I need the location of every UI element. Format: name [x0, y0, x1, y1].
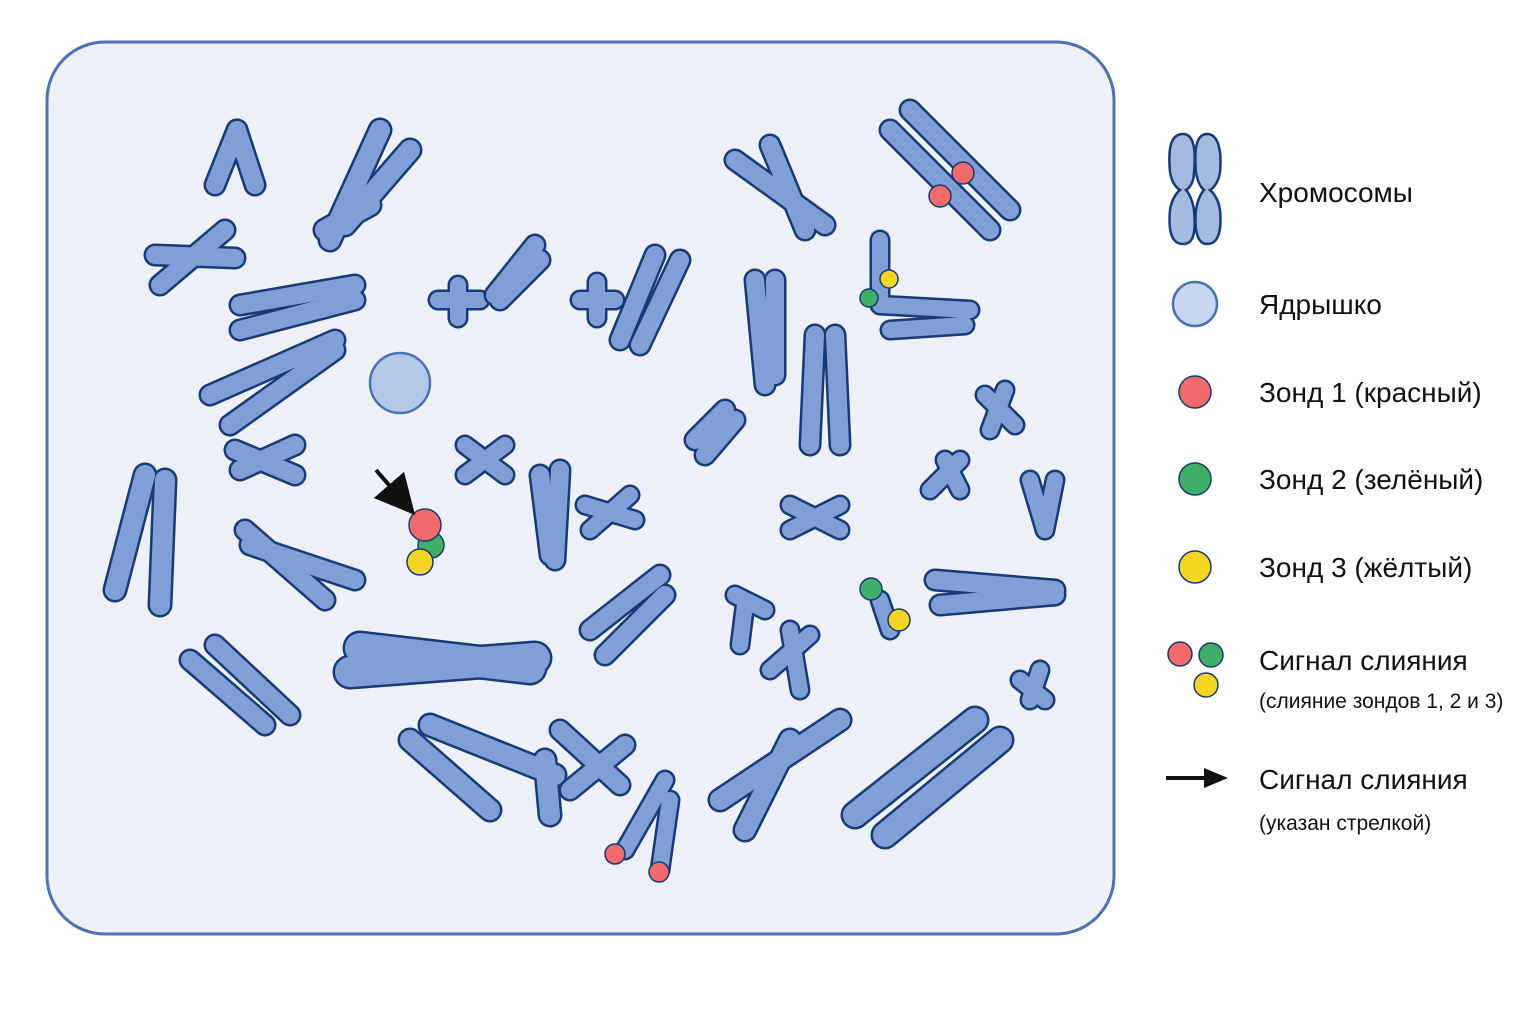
fusion-signal-icon — [1168, 642, 1223, 697]
chromosome — [585, 495, 635, 530]
chromosome — [235, 445, 295, 475]
nucleolus-icon — [1173, 282, 1217, 326]
legend-nucleolus-label: Ядрышко — [1259, 289, 1382, 320]
red-probe-signal — [929, 185, 951, 207]
chromosome — [755, 280, 775, 385]
red-probe-icon — [1179, 376, 1211, 408]
chromosome-icon — [1169, 134, 1220, 244]
green-probe-icon — [1179, 463, 1211, 495]
red-probe-signal — [605, 844, 625, 864]
chromosome — [465, 445, 505, 475]
green-probe-signal — [860, 578, 882, 600]
red-probe-signal — [952, 162, 974, 184]
chromosome — [935, 580, 1055, 605]
chromosome — [790, 505, 840, 530]
nucleolus — [370, 353, 430, 413]
legend-probe-1-label: Зонд 1 (красный) — [1259, 377, 1482, 408]
arrow-icon — [1166, 768, 1228, 788]
legend-fusion-note: (слияние зондов 1, 2 и 3) — [1259, 690, 1503, 713]
yellow-probe-icon — [1179, 551, 1211, 583]
legend-arrow-note: (указан стрелкой) — [1259, 812, 1431, 835]
chromosome — [1030, 480, 1055, 530]
chromosome — [985, 390, 1015, 430]
legend-probe-2-label: Зонд 2 (зелёный) — [1259, 464, 1483, 495]
legend: Хромосомы Ядрышко Зонд 1 (красный) Зонд … — [1166, 134, 1503, 835]
yellow-probe-signal — [888, 609, 910, 631]
chromosome — [540, 470, 560, 560]
red-probe-signal — [649, 862, 669, 882]
legend-fusion-title: Сигнал слияния — [1259, 645, 1468, 676]
yellow-probe-signal — [880, 270, 898, 288]
legend-arrow-title: Сигнал слияния — [1259, 764, 1468, 795]
legend-probe-3-label: Зонд 3 (жёлтый) — [1259, 552, 1472, 583]
green-probe-signal — [860, 289, 878, 307]
chromosome — [1020, 670, 1045, 700]
yellow-probe-signal — [407, 549, 433, 575]
chromosome — [350, 648, 535, 672]
legend-chromosomes-label: Хромосомы — [1259, 177, 1413, 208]
red-probe-signal — [409, 509, 441, 541]
